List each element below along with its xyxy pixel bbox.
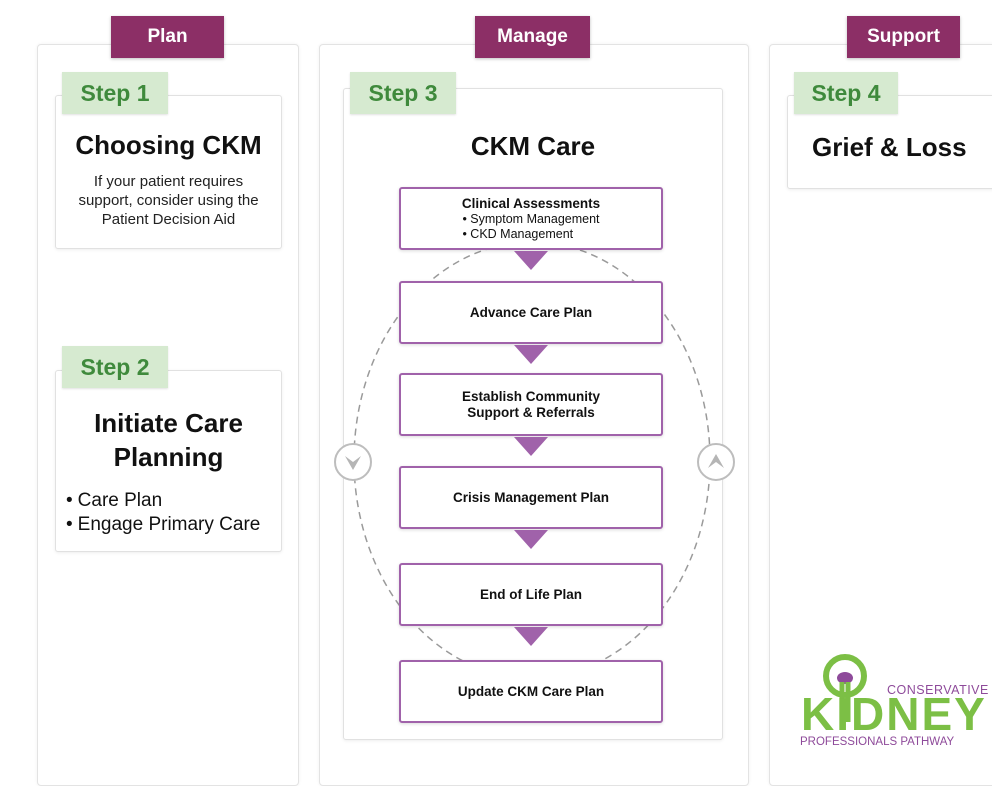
kidney-tree-icon xyxy=(823,654,867,722)
step1-card: Choosing CKM If your patient requires su… xyxy=(55,95,282,249)
flow-step-community-support: Establish Community Support & Referrals xyxy=(399,373,663,436)
step1-title: Choosing CKM xyxy=(75,130,262,160)
step2-title-line: Planning xyxy=(113,442,224,472)
step1-description: If your patient requires support, consid… xyxy=(56,172,281,229)
flow-step-clinical-assessments: Clinical Assessments • Symptom Managemen… xyxy=(399,187,663,250)
list-item: Care Plan xyxy=(66,489,260,513)
step2-title-line: Initiate Care xyxy=(94,408,243,438)
flow-step-update-care-plan: Update CKM Care Plan xyxy=(399,660,663,723)
flow-step-crisis-management: Crisis Management Plan xyxy=(399,466,663,529)
step4-tab: Step 4 xyxy=(794,72,898,114)
flow-step-label: Advance Care Plan xyxy=(469,304,593,320)
flow-step-label: Update CKM Care Plan xyxy=(457,683,605,699)
flow-step-label: Establish Community xyxy=(461,388,601,404)
logo-bottom-text: PROFESSIONALS PATHWAY xyxy=(800,736,955,748)
step2-card: Initiate Care Planning Care Plan Engage … xyxy=(55,370,282,552)
step2-tab: Step 2 xyxy=(62,346,168,388)
chevron-down-circle-icon xyxy=(334,443,372,481)
flow-arrow xyxy=(514,345,548,364)
step1-tab: Step 1 xyxy=(62,72,168,114)
flow-step-label: Clinical Assessments xyxy=(461,195,601,211)
conservative-kidney-logo: CONSERVATIVE KIDNEY PROFESSIONALS PATHWA… xyxy=(797,650,992,750)
flow-arrow xyxy=(514,251,548,270)
step1-text-line: support, consider using the xyxy=(78,192,259,209)
step3-title: CKM Care xyxy=(470,131,596,161)
flow-step-end-of-life: End of Life Plan xyxy=(399,563,663,626)
phase-tab-plan: Plan xyxy=(111,16,224,58)
chevron-down-icon xyxy=(345,456,361,470)
flow-arrow xyxy=(514,530,548,549)
step2-bullet-list: Care Plan Engage Primary Care xyxy=(66,489,261,537)
step4-title: Grief & Loss xyxy=(812,132,967,162)
step1-text-line: If your patient requires xyxy=(93,173,244,190)
flow-arrow xyxy=(514,627,548,646)
step3-tab: Step 3 xyxy=(350,72,456,114)
flow-step-label: Crisis Management Plan xyxy=(452,489,610,505)
list-item: • CKD Management xyxy=(462,226,574,241)
flow-step-advance-care-plan: Advance Care Plan xyxy=(399,281,663,344)
phase-tab-support: Support xyxy=(847,16,960,58)
list-item: • Symptom Management xyxy=(462,211,600,226)
flow-step-label: Support & Referrals xyxy=(467,404,595,420)
chevron-up-icon xyxy=(708,454,724,468)
step2-title: Initiate Care Planning xyxy=(56,406,281,474)
logo-top-text: CONSERVATIVE xyxy=(887,683,989,697)
flow-arrow xyxy=(514,437,548,456)
list-item: Engage Primary Care xyxy=(66,513,261,537)
phase-tab-manage: Manage xyxy=(475,16,590,58)
flow-step-sublist: • Symptom Management • CKD Management xyxy=(462,212,599,242)
logo-main-text: KIDNEY xyxy=(801,688,987,740)
chevron-up-circle-icon xyxy=(697,443,735,481)
step1-text-line: Patient Decision Aid xyxy=(101,211,236,228)
flow-step-label: End of Life Plan xyxy=(479,586,582,602)
